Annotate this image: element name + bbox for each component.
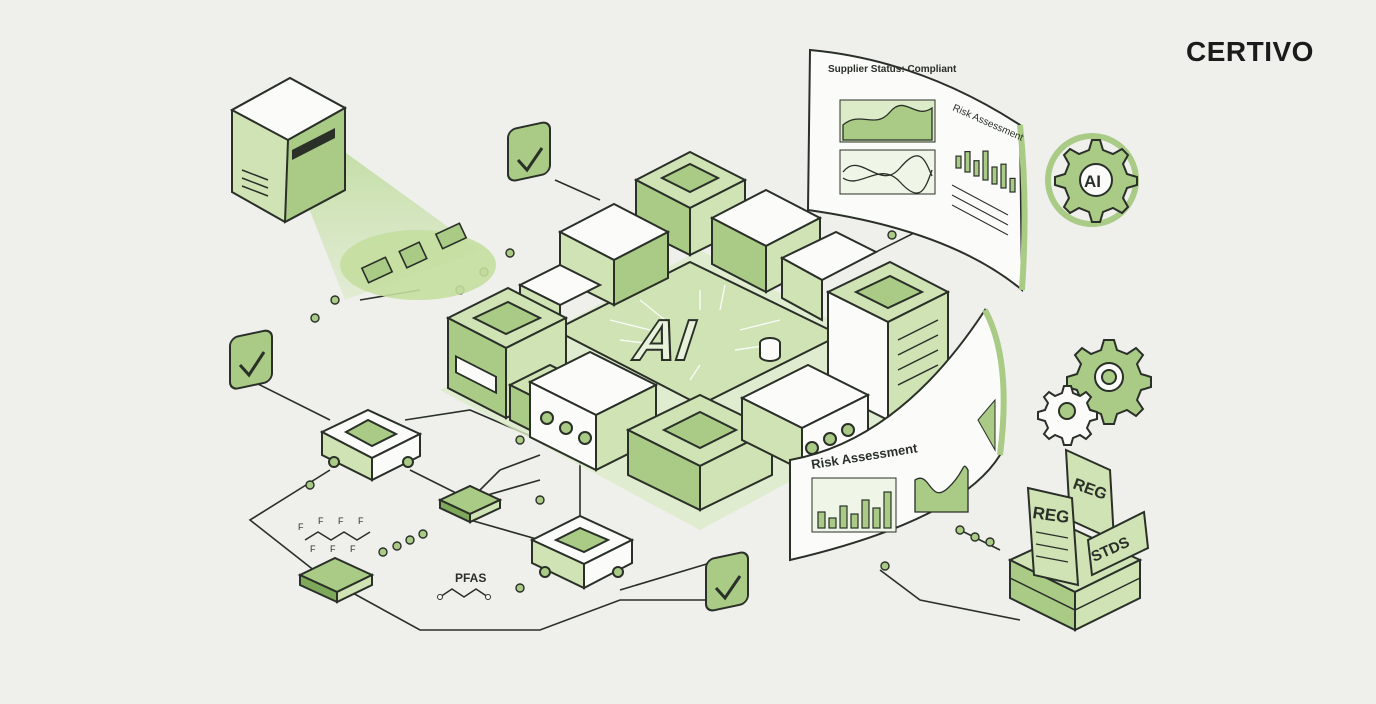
gear-icon <box>1037 385 1098 446</box>
gear-ai-label: AI <box>1084 172 1101 191</box>
risk-bar <box>850 513 859 529</box>
risk-bar <box>883 491 892 529</box>
check-icon <box>229 329 273 390</box>
risk-bar <box>991 166 998 185</box>
pfas-molecule: PFAS <box>437 571 491 600</box>
risk-bar <box>982 150 989 181</box>
risk-assessment-panel: Risk Assessment <box>789 308 1007 562</box>
doc-front-label: REG <box>1031 503 1070 527</box>
sensor-module <box>529 514 635 590</box>
risk-bar <box>817 511 826 529</box>
check-icon <box>507 121 551 182</box>
svg-text:F: F <box>330 544 336 554</box>
risk-bar <box>1000 163 1007 189</box>
scanner-icon <box>229 76 496 300</box>
central-platform: AI <box>440 150 960 530</box>
risk-bar <box>861 499 870 529</box>
module-cube <box>779 230 879 322</box>
port-cube <box>739 363 871 472</box>
pfas-label: PFAS <box>455 571 486 585</box>
risk-bars <box>817 491 892 529</box>
risk-bar <box>973 160 980 177</box>
svg-text:F: F <box>350 544 356 554</box>
risk-bars <box>955 150 1016 193</box>
risk-bar <box>828 517 837 529</box>
chip-icon <box>437 484 503 524</box>
gear-icon: AI <box>1045 133 1139 227</box>
document-icon: REG <box>1026 486 1080 587</box>
risk-bar <box>1009 177 1016 193</box>
svg-text:F: F <box>298 522 304 532</box>
document-icon: REG <box>1064 448 1116 542</box>
svg-text:F: F <box>318 516 324 526</box>
port-cube <box>527 350 659 472</box>
document-stack: REG REG STDS <box>1007 448 1150 632</box>
brand-logo: CERTIVO <box>1186 36 1314 67</box>
module-cube <box>709 188 823 294</box>
sensor-module <box>319 408 423 482</box>
server-cube <box>825 260 951 422</box>
svg-text:F: F <box>338 516 344 526</box>
risk-bar <box>964 151 971 173</box>
svg-text:F: F <box>358 516 364 526</box>
check-icon <box>705 551 749 612</box>
chip-icon <box>360 222 468 284</box>
panel-title: Supplier Status: Compliant <box>828 64 957 75</box>
risk-bar <box>955 155 962 169</box>
chemical-pad <box>297 556 375 604</box>
risk-bar <box>839 505 848 529</box>
svg-text:F: F <box>310 544 316 554</box>
module-cube <box>557 202 671 307</box>
fluorocarbon-chain: F F F F F F F <box>298 516 371 554</box>
document-icon: STDS <box>1086 510 1150 577</box>
risk-bar <box>872 507 881 529</box>
